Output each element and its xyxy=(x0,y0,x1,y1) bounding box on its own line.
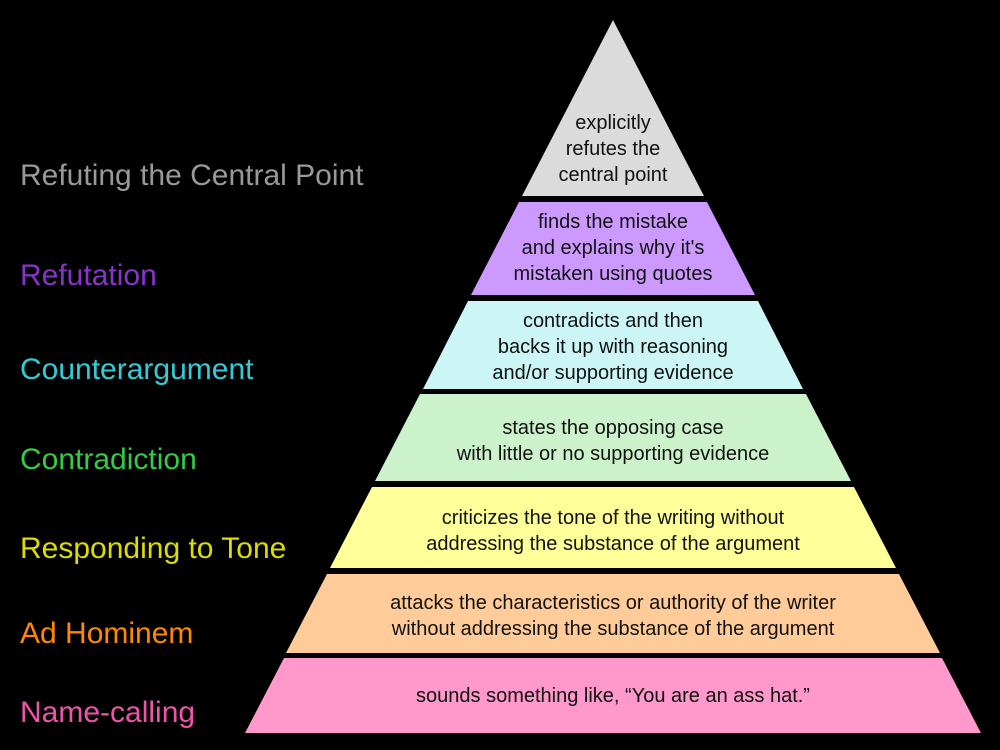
band-text-line: without addressing the substance of the … xyxy=(391,618,835,640)
band-text-line: states the opposing case xyxy=(502,417,723,439)
band-counterargument xyxy=(423,301,803,389)
side-label-name-calling: Name-calling xyxy=(20,696,195,729)
side-label-responding-to-tone: Responding to Tone xyxy=(20,532,286,565)
band-text-line: contradicts and then xyxy=(523,310,703,332)
band-text-line: mistaken using quotes xyxy=(513,263,712,285)
side-label-refuting-the-central-point: Refuting the Central Point xyxy=(20,159,364,192)
level-responding-to-tone: criticizes the tone of the writing witho… xyxy=(20,487,896,568)
band-text-line: explicitly xyxy=(575,112,651,134)
band-text-line: with little or no supporting evidence xyxy=(456,443,769,465)
band-text-line: sounds something like, “You are an ass h… xyxy=(416,685,810,707)
band-text-line: backs it up with reasoning xyxy=(498,336,728,358)
level-name-calling: sounds something like, “You are an ass h… xyxy=(20,658,981,733)
band-name-calling xyxy=(245,658,981,733)
band-refuting-the-central-point xyxy=(522,20,704,196)
band-responding-to-tone xyxy=(330,487,896,568)
band-text-line: and/or supporting evidence xyxy=(492,362,733,384)
band-text-line: finds the mistake xyxy=(538,211,688,233)
level-counterargument: contradicts and then backs it up with re… xyxy=(20,301,803,389)
level-refuting-the-central-point: explicitly refutes the central point Ref… xyxy=(20,20,704,196)
level-ad-hominem: attacks the characteristics or authority… xyxy=(20,574,940,653)
side-label-counterargument: Counterargument xyxy=(20,353,254,386)
side-label-refutation: Refutation xyxy=(20,259,157,292)
side-label-ad-hominem: Ad Hominem xyxy=(20,617,193,650)
band-text-line: addressing the substance of the argument xyxy=(426,533,800,555)
level-contradiction: states the opposing case with little or … xyxy=(20,394,851,481)
band-contradiction xyxy=(375,394,851,481)
band-text-line: central point xyxy=(559,164,668,186)
band-text-line: refutes the xyxy=(566,138,661,160)
band-text-line: attacks the characteristics or authority… xyxy=(390,592,836,614)
band-text-line: and explains why it's xyxy=(522,237,705,259)
level-refutation: finds the mistake and explains why it's … xyxy=(20,202,755,295)
band-ad-hominem xyxy=(286,574,940,653)
band-refutation xyxy=(471,202,755,295)
band-text-line: criticizes the tone of the writing witho… xyxy=(442,507,785,529)
side-label-contradiction: Contradiction xyxy=(20,443,197,476)
